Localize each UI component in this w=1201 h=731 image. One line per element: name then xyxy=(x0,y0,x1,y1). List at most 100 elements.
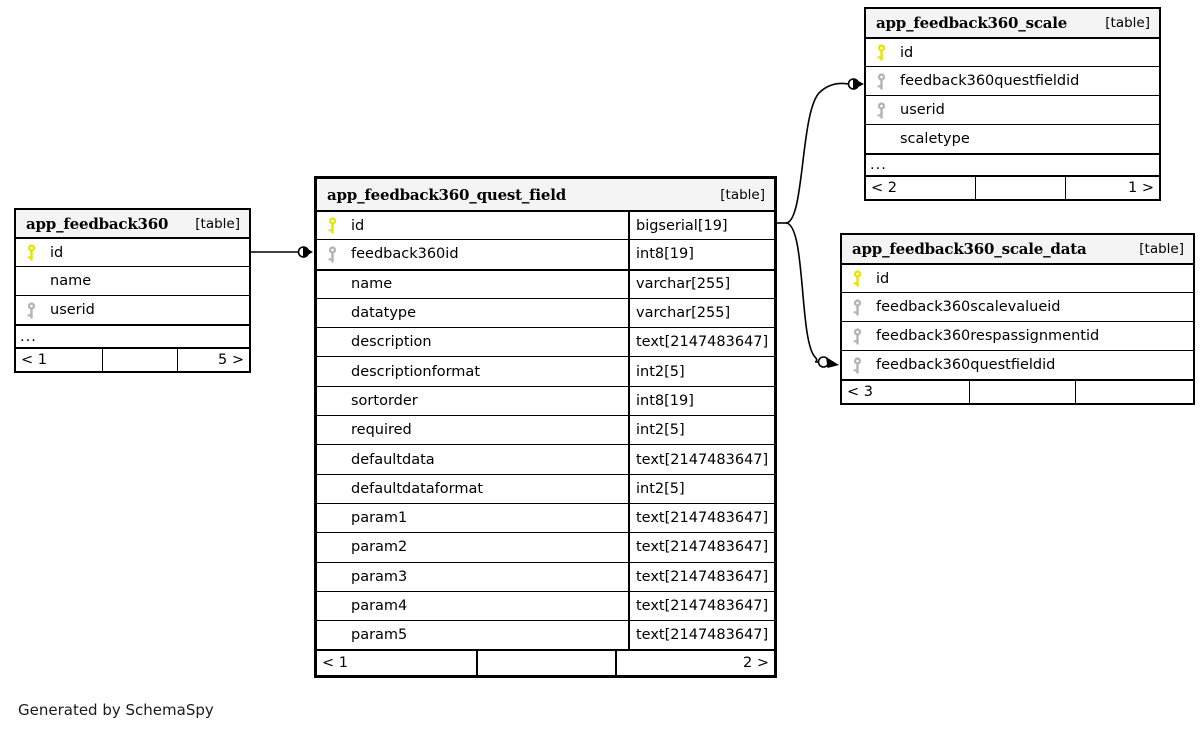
table-row[interactable]: feedback360questfieldid xyxy=(866,66,1159,95)
column-name: feedback360scalevalueid xyxy=(876,299,1061,315)
table-row[interactable]: id xyxy=(866,37,1159,66)
footer-outgoing-count[interactable]: 5 > xyxy=(218,352,244,368)
table-row[interactable]: descriptionformat int2[5] xyxy=(317,356,774,386)
table-type-tag: [table] xyxy=(1105,15,1150,31)
column-name-cell: feedback360respassignmentid xyxy=(842,322,1193,350)
footer-middle xyxy=(976,177,1066,199)
table-row[interactable]: userid xyxy=(16,295,249,324)
column-name: feedback360respassignmentid xyxy=(876,328,1100,344)
more-columns-indicator: ... xyxy=(20,328,37,345)
column-name-cell: param1 xyxy=(317,503,630,533)
foreign-key-icon xyxy=(22,301,40,319)
table-row[interactable]: id bigserial[19] xyxy=(317,210,774,240)
footer-incoming-count[interactable]: < 2 xyxy=(866,177,976,199)
table-footer-app_feedback360_scale: < 2 1 > xyxy=(866,175,1159,199)
table-row[interactable]: sortorder int8[19] xyxy=(317,385,774,416)
table-row[interactable]: param3 text[2147483647] xyxy=(317,561,774,591)
column-name: description xyxy=(351,334,432,351)
primary-key-icon xyxy=(848,270,866,288)
footer-middle xyxy=(478,651,617,676)
table-row[interactable]: required int2[5] xyxy=(317,415,774,445)
primary-key-icon xyxy=(22,244,40,262)
column-type: text[2147483647] xyxy=(636,510,769,527)
column-type: int8[19] xyxy=(636,246,694,263)
table-row[interactable]: param1 text[2147483647] xyxy=(317,502,774,533)
table-app_feedback360_quest_field[interactable]: app_feedback360_quest_field [table] id b… xyxy=(314,176,777,679)
column-name-cell: feedback360questfieldid xyxy=(866,67,1159,95)
table-footer-app_feedback360_quest_field: < 1 2 > xyxy=(317,649,774,676)
table-row[interactable]: param4 text[2147483647] xyxy=(317,590,774,621)
column-name: userid xyxy=(900,102,945,118)
table-row[interactable]: id xyxy=(16,237,249,266)
table-app_feedback360[interactable]: app_feedback360 [table] id name userid xyxy=(14,208,251,373)
column-type: varchar[255] xyxy=(636,305,731,322)
column-name-cell: feedback360id xyxy=(317,240,630,269)
footer-outgoing-count xyxy=(1076,381,1193,403)
table-title: app_feedback360 xyxy=(26,214,169,233)
table-header-app_feedback360_scale_data: app_feedback360_scale_data [table] xyxy=(842,235,1193,263)
no-key-icon xyxy=(872,130,890,148)
table-row[interactable]: param5 text[2147483647] xyxy=(317,620,774,650)
column-name-cell: feedback360scalevalueid xyxy=(842,293,1193,321)
table-row[interactable]: feedback360scalevalueid xyxy=(842,292,1193,321)
column-name-cell: id xyxy=(866,39,1159,66)
table-row[interactable]: feedback360respassignmentid xyxy=(842,321,1193,350)
column-name-cell: name xyxy=(16,267,249,295)
column-type: text[2147483647] xyxy=(636,334,769,351)
foreign-key-icon xyxy=(848,327,866,345)
column-name: required xyxy=(351,422,412,439)
table-row[interactable]: defaultdata text[2147483647] xyxy=(317,444,774,474)
table-row[interactable]: name xyxy=(16,266,249,295)
table-row[interactable]: defaultdataformat int2[5] xyxy=(317,473,774,503)
column-type: int8[19] xyxy=(636,392,694,409)
column-name: id xyxy=(900,44,914,61)
table-row[interactable]: feedback360questfieldid xyxy=(842,350,1193,379)
primary-key-icon xyxy=(872,44,890,62)
column-name-cell: sortorder xyxy=(317,386,630,416)
column-name: param5 xyxy=(351,627,408,644)
column-name-cell: param5 xyxy=(317,621,630,650)
footer-incoming-count[interactable]: < 1 xyxy=(317,651,478,676)
column-name-cell: feedback360questfieldid xyxy=(842,351,1193,379)
table-row[interactable]: scaletype xyxy=(866,124,1159,153)
table-footer-app_feedback360_scale_data: < 3 xyxy=(842,379,1193,403)
table-row[interactable]: id xyxy=(842,263,1193,292)
table-row[interactable]: description text[2147483647] xyxy=(317,327,774,357)
no-key-icon xyxy=(323,304,341,322)
column-name-cell: id xyxy=(842,265,1193,292)
column-name: userid xyxy=(50,302,95,318)
edge-app_feedback360-to-quest_field xyxy=(251,246,313,258)
table-title: app_feedback360_scale xyxy=(876,14,1068,32)
table-row[interactable]: datatype varchar[255] xyxy=(317,297,774,328)
column-name: id xyxy=(876,270,890,287)
footer-incoming-count[interactable]: < 1 xyxy=(16,349,103,371)
column-type: text[2147483647] xyxy=(636,568,769,585)
table-app_feedback360_scale_data[interactable]: app_feedback360_scale_data [table] id fe… xyxy=(840,233,1195,405)
column-name-cell: datatype xyxy=(317,298,630,328)
table-row[interactable]: name varchar[255] xyxy=(317,268,774,298)
generated-by-caption: Generated by SchemaSpy xyxy=(18,701,214,719)
column-name: feedback360questfieldid xyxy=(876,357,1056,373)
footer-incoming-count[interactable]: < 3 xyxy=(842,381,970,403)
column-type: bigserial[19] xyxy=(636,217,728,234)
column-name-cell: description xyxy=(317,328,630,357)
column-name-cell: param4 xyxy=(317,591,630,621)
primary-key-icon xyxy=(323,217,341,235)
no-key-icon xyxy=(323,626,341,644)
column-name-cell: defaultdataformat xyxy=(317,474,630,503)
table-header-app_feedback360: app_feedback360 [table] xyxy=(16,210,249,237)
table-app_feedback360_scale[interactable]: app_feedback360_scale [table] id feedbac… xyxy=(864,7,1161,201)
column-name: scaletype xyxy=(900,131,970,147)
footer-outgoing-count[interactable]: 1 > xyxy=(1128,180,1154,196)
foreign-key-icon xyxy=(872,101,890,119)
table-row[interactable]: param2 text[2147483647] xyxy=(317,532,774,562)
column-name: datatype xyxy=(351,305,417,322)
column-type: text[2147483647] xyxy=(636,451,769,468)
column-name-cell: userid xyxy=(866,96,1159,124)
table-row[interactable]: feedback360id int8[19] xyxy=(317,239,774,269)
column-type: text[2147483647] xyxy=(636,539,769,556)
footer-outgoing-count[interactable]: 2 > xyxy=(743,655,769,672)
table-row[interactable]: userid xyxy=(866,95,1159,124)
column-name-cell: name xyxy=(317,270,630,298)
edge-quest_field-to-scale xyxy=(785,78,864,224)
